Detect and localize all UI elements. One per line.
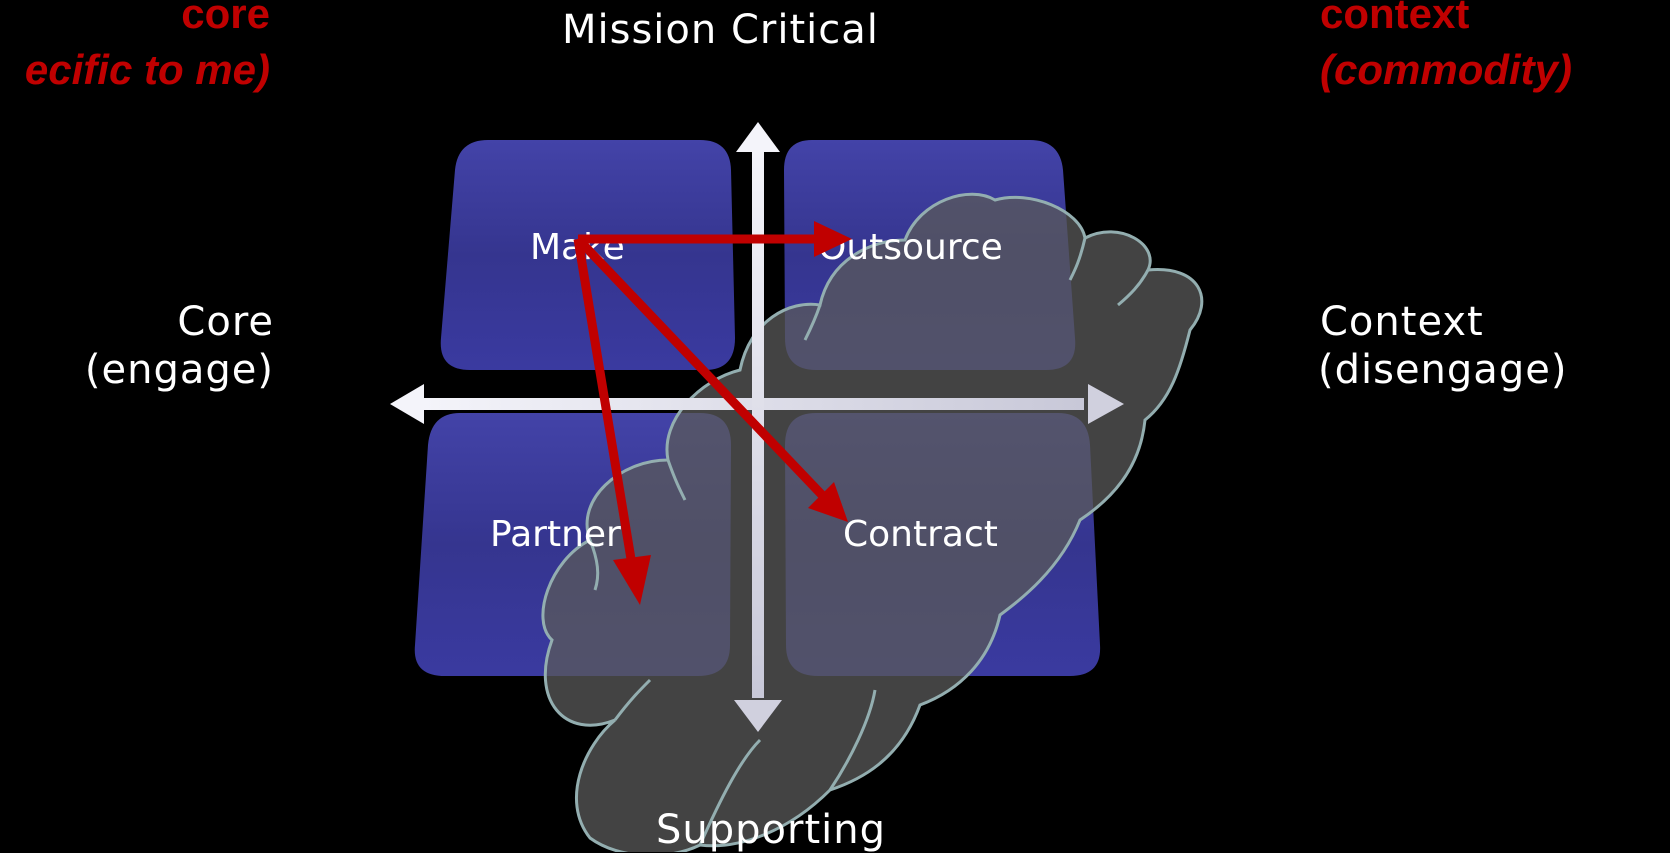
context-annotation-title: context — [1320, 0, 1470, 37]
context-label-title: Context — [1320, 299, 1484, 345]
core-annotation-subtitle: ecific to me) — [24, 46, 270, 93]
core-annotation-title: core — [181, 0, 270, 37]
arrow-make-to-contract — [574, 235, 848, 522]
supporting-label: Supporting — [656, 807, 886, 853]
arrow-make-to-partner — [573, 238, 651, 605]
contract-label: Contract — [843, 514, 998, 555]
context-annotation: context (commodity) — [1320, 0, 1572, 98]
cloud-shape — [541, 192, 1204, 852]
core-annotation: core ecific to me) — [0, 0, 270, 98]
core-label-subtitle: (engage) — [84, 347, 274, 393]
context-label-subtitle: (disengage) — [1318, 347, 1568, 393]
outsource-label: Outsource — [818, 227, 1003, 268]
arrow-make-to-outsource — [578, 221, 852, 257]
mission-critical-label: Mission Critical — [562, 7, 879, 53]
core-label: Core (engage) — [14, 298, 274, 394]
core-label-title: Core — [177, 299, 274, 345]
context-annotation-subtitle: (commodity) — [1320, 46, 1572, 93]
context-label: Context (disengage) — [1318, 298, 1567, 394]
partner-label: Partner — [490, 514, 621, 555]
